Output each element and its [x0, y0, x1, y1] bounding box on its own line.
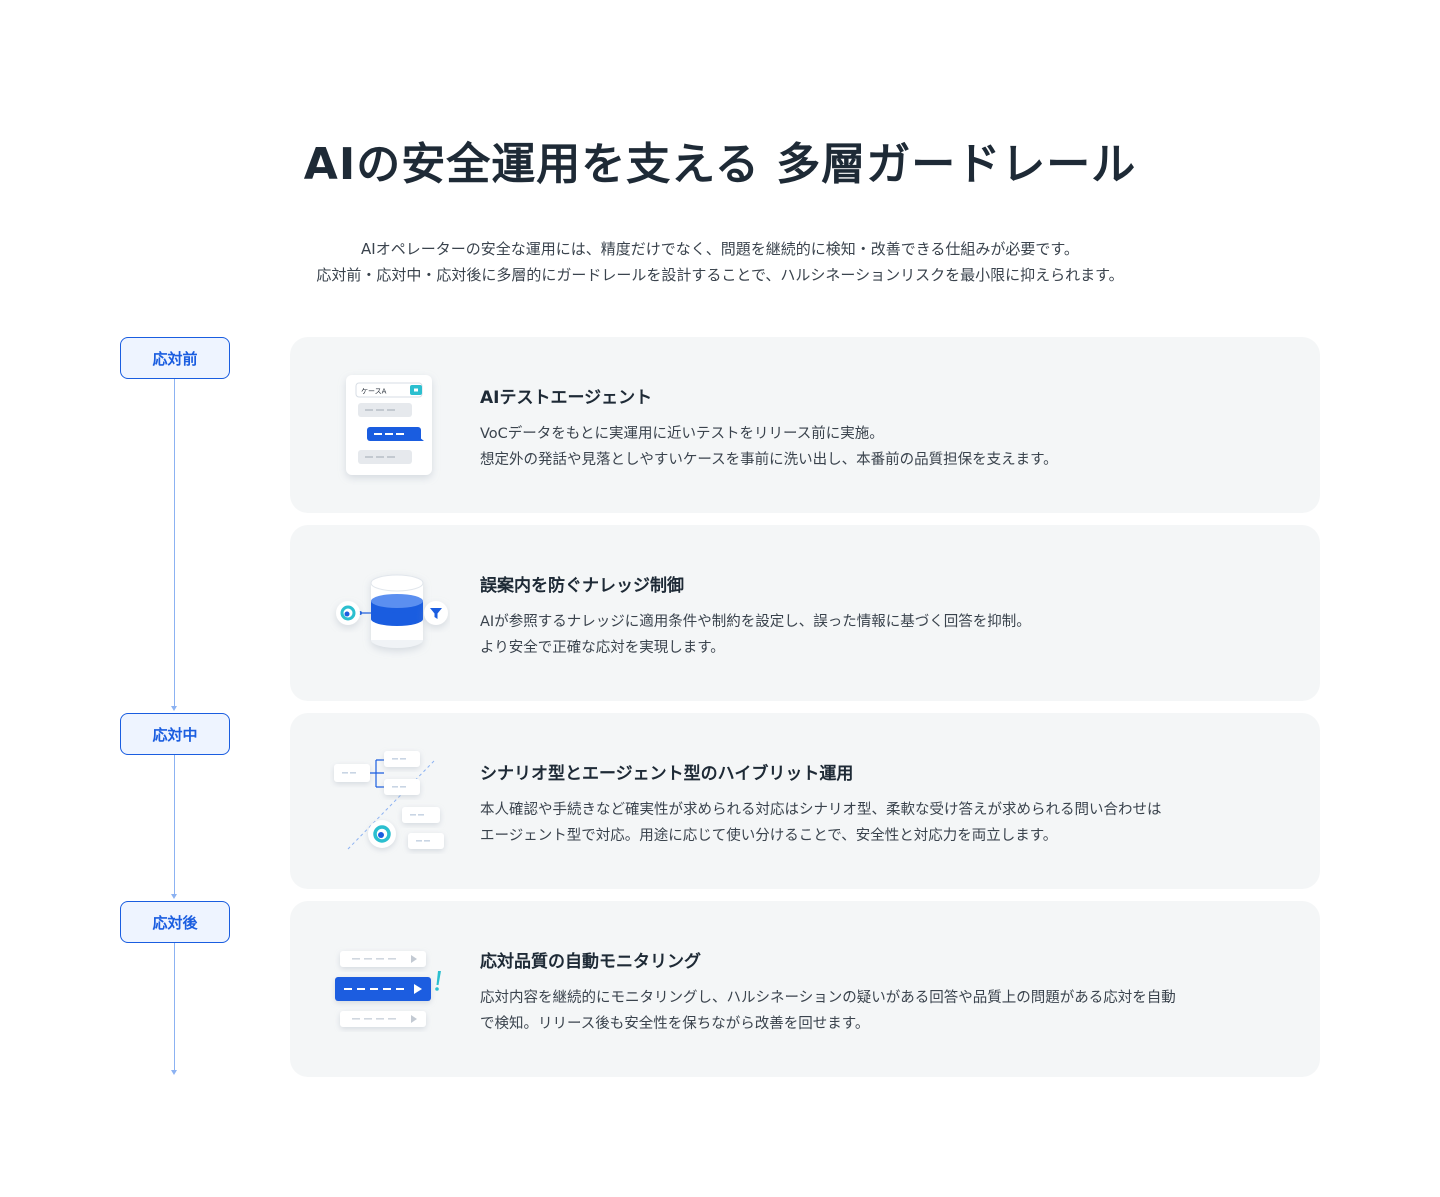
lead-text: AIオペレーターの安全な運用には、精度だけでなく、問題を継続的に検知・改善できる…: [0, 236, 1440, 288]
card-desc-line: AIが参照するナレッジに適用条件や制約を設定し、誤った情報に基づく回答を抑制。: [480, 614, 1031, 630]
card-desc-line: より安全で正確な応対を実現します。: [480, 640, 725, 656]
card-title: 誤案内を防ぐナレッジ制御: [480, 576, 684, 596]
card-desc-line: VoCデータをもとに実運用に近いテストをリリース前に実施。: [480, 426, 884, 442]
card-description: AIが参照するナレッジに適用条件や制約を設定し、誤った情報に基づく回答を抑制。 …: [480, 609, 1290, 661]
card-description: 応対内容を継続的にモニタリングし、ハルシネーションの疑いがある回答や品質上の問題…: [480, 985, 1290, 1037]
timeline-line: [174, 379, 175, 707]
chat-test-icon: ケースA: [346, 375, 432, 475]
lead-line: AIオペレーターの安全な運用には、精度だけでなく、問題を継続的に検知・改善できる…: [361, 240, 1079, 258]
timeline-arrow: [171, 706, 177, 711]
card-title: AIテストエージェント: [480, 388, 653, 408]
hybrid-flow-icon: [334, 751, 444, 850]
timeline-arrow: [171, 894, 177, 899]
phase-badge-after: 応対後: [120, 901, 230, 943]
card-hybrid-operation: シナリオ型とエージェント型のハイブリット運用 本人確認や手続きなど確実性が求めら…: [290, 713, 1320, 889]
card-desc-line: 想定外の発話や見落としやすいケースを事前に洗い出し、本番前の品質担保を支えます。: [480, 452, 1058, 468]
card-knowledge-control: 誤案内を防ぐナレッジ制御 AIが参照するナレッジに適用条件や制約を設定し、誤った…: [290, 525, 1320, 701]
database-filter-icon: [336, 574, 448, 648]
card-description: VoCデータをもとに実運用に近いテストをリリース前に実施。 想定外の発話や見落と…: [480, 421, 1290, 473]
card-desc-line: 本人確認や手続きなど確実性が求められる対応はシナリオ型、柔軟な受け答えが求められ…: [480, 802, 1162, 818]
lead-line: 応対前・応対中・応対後に多層的にガードレールを設計することで、ハルシネーションリ…: [316, 266, 1124, 284]
page-title: AIの安全運用を支える 多層ガードレール: [303, 139, 1137, 190]
timeline-line: [174, 943, 175, 1071]
card-description: 本人確認や手続きなど確実性が求められる対応はシナリオ型、柔軟な受け答えが求められ…: [480, 797, 1290, 849]
timeline-line: [174, 755, 175, 895]
card-auto-monitoring: 応対品質の自動モニタリング 応対内容を継続的にモニタリングし、ハルシネーションの…: [290, 901, 1320, 1077]
card-desc-line: 応対内容を継続的にモニタリングし、ハルシネーションの疑いがある回答や品質上の問題…: [480, 990, 1176, 1006]
phase-badge-during: 応対中: [120, 713, 230, 755]
card-title: シナリオ型とエージェント型のハイブリット運用: [480, 764, 854, 784]
phase-badge-before: 応対前: [120, 337, 230, 379]
monitoring-alert-icon: [335, 951, 441, 1027]
illus-case-label: ケースA: [361, 388, 387, 396]
timeline-arrow: [171, 1070, 177, 1075]
card-desc-line: エージェント型で対応。用途に応じて使い分けることで、安全性と対応力を両立します。: [480, 828, 1058, 844]
card-ai-test-agent: ケースA AIテストエージェント VoCデータをもとに実運用に近いテストをリリー…: [290, 337, 1320, 513]
card-title: 応対品質の自動モニタリング: [480, 952, 701, 972]
card-desc-line: で検知。リリース後も安全性を保ちながら改善を回せます。: [480, 1016, 870, 1032]
